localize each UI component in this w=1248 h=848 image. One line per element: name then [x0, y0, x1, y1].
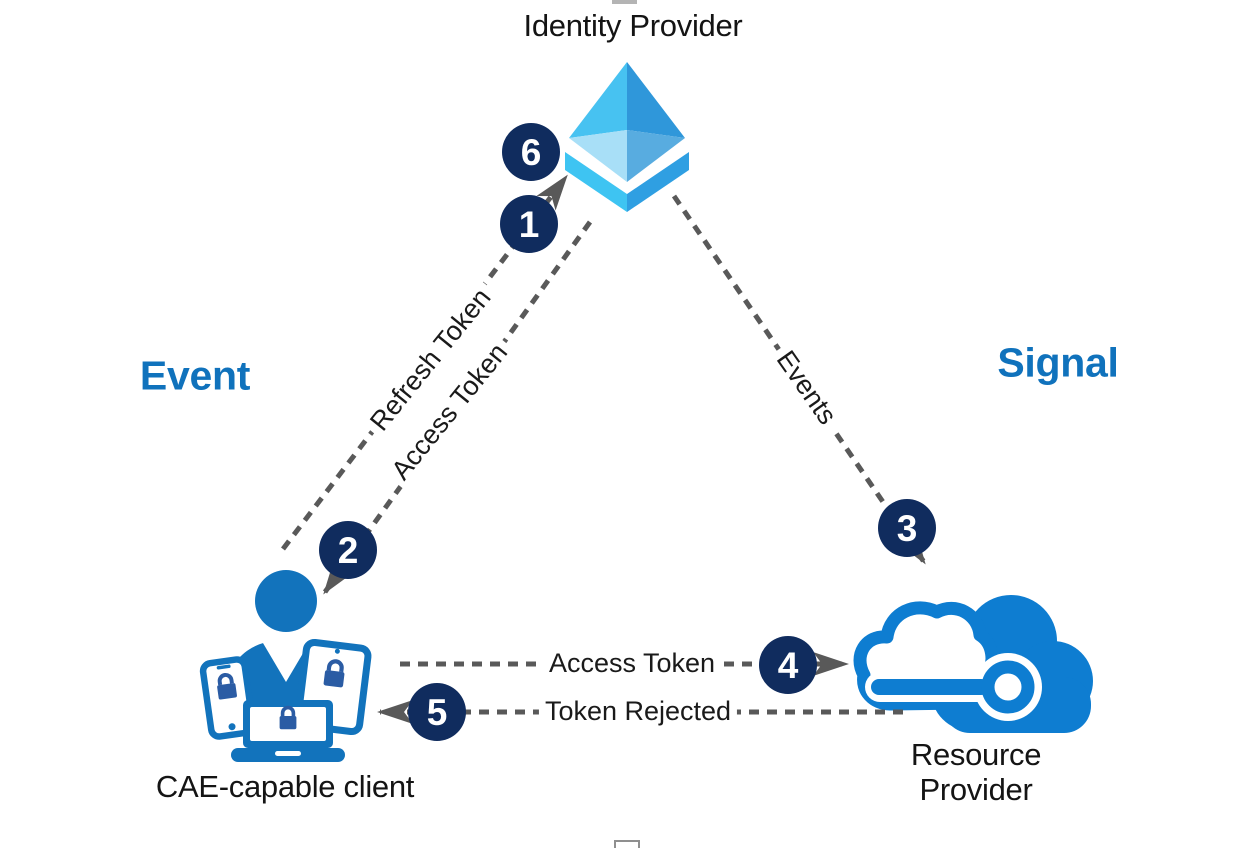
- cloud-plug: [865, 653, 1042, 721]
- phone-icon: [199, 656, 257, 740]
- cae-client-icon: [199, 570, 372, 762]
- cae-client-label: CAE-capable client: [155, 769, 415, 804]
- edge-refresh-token: [281, 174, 568, 551]
- pyramid-rim-right: [627, 152, 689, 212]
- step-badge-4: 4: [759, 636, 817, 694]
- access-token-presented-label: Access Token: [542, 648, 722, 680]
- signal-annotation: Signal: [997, 339, 1119, 386]
- step-badge-2: 2: [319, 521, 377, 579]
- step-badge-5: 5: [408, 683, 466, 741]
- token-rejected-label: Token Rejected: [538, 696, 738, 728]
- identity-provider-icon: [565, 62, 689, 212]
- resource-provider-icon: [853, 595, 1093, 733]
- pyramid-rim-left: [565, 152, 627, 212]
- pyramid-face-upper-right: [627, 62, 685, 138]
- resource-provider-label-line2: Provider: [919, 772, 1033, 807]
- resource-provider-label-line1: Resource: [910, 737, 1042, 772]
- person-vneck: [260, 638, 312, 682]
- pyramid-face-lower-right: [627, 130, 685, 182]
- event-annotation: Event: [139, 352, 251, 399]
- laptop-icon: [231, 700, 345, 762]
- cropped-handle-top: [612, 0, 637, 4]
- pyramid-face-lower-left: [569, 130, 627, 182]
- person-head: [255, 570, 317, 632]
- cropped-handle-bottom: [614, 840, 640, 848]
- step-badge-1: 1: [500, 195, 558, 253]
- step-badge-6: 6: [502, 123, 560, 181]
- step-badge-3: 3: [878, 499, 936, 557]
- pyramid-face-upper-left: [569, 62, 627, 138]
- identity-provider-label: Identity Provider: [523, 8, 743, 43]
- resource-provider-label: Resource Provider: [910, 737, 1042, 807]
